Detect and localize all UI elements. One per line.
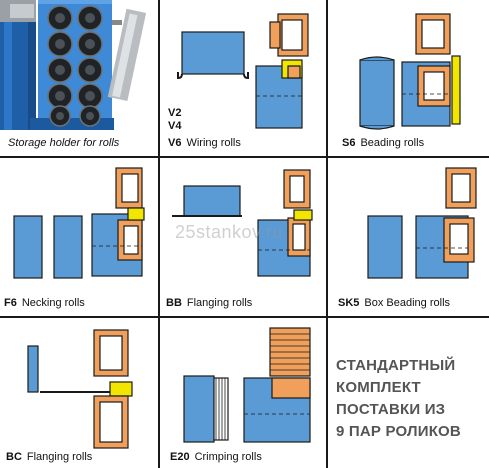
bc-flanging-label: Flanging rolls (26, 451, 93, 463)
storage-caption: Storage holder for rolls (8, 137, 120, 149)
storage-holder-photo (0, 0, 158, 156)
panel-crimping-rolls: E20 Crimping rolls (160, 318, 326, 468)
panel-wiring-rolls: V2 V4 V6 Wiring rolls (160, 0, 326, 156)
bc-flanging-caption: BC Flanging rolls (6, 451, 92, 464)
flanging-caption: BB Flanging rolls (166, 297, 252, 310)
necking-code: F6 (4, 297, 17, 309)
box-beading-code: SK5 (338, 297, 360, 309)
bc-flanging-rolls-diagram (27, 329, 133, 449)
kit-line-4: 9 ПАР РОЛИКОВ (336, 423, 461, 440)
kit-line-3: ПОСТАВКИ ИЗ (336, 401, 446, 418)
beading-rolls-diagram (359, 13, 461, 130)
grid-v-left (158, 0, 160, 468)
grid-h-top (0, 156, 489, 158)
kit-line-1: СТАНДАРТНЫЙ (336, 357, 456, 374)
bc-flanging-code: BC (6, 451, 22, 463)
flanging-code: BB (166, 297, 182, 309)
kit-line-2: КОМПЛЕКТ (336, 379, 421, 396)
necking-caption: F6 Necking rolls (4, 297, 85, 310)
box-beading-rolls-diagram (367, 167, 477, 279)
beading-label: Beading rolls (360, 137, 425, 149)
wiring-caption: V6 Wiring rolls (168, 137, 241, 150)
box-beading-caption: SK5 Box Beading rolls (338, 297, 450, 310)
flanging-label: Flanging rolls (186, 297, 253, 309)
beading-caption: S6 Beading rolls (342, 137, 424, 150)
panel-storage-holder: Storage holder for rolls (0, 0, 158, 156)
crimping-code: E20 (170, 451, 190, 463)
panel-bc-flanging-rolls: BC Flanging rolls (0, 318, 158, 468)
watermark: 25stankov.ru (175, 222, 283, 242)
crimping-rolls-diagram (183, 327, 311, 443)
wiring-codes: V2 V4 (168, 107, 181, 133)
panel-beading-rolls: S6 Beading rolls (328, 0, 489, 156)
flanging-rolls-diagram (172, 169, 313, 277)
standard-kit-text: СТАНДАРТНЫЙ КОМПЛЕКТ ПОСТАВКИ ИЗ 9 ПАР Р… (336, 355, 486, 443)
beading-code: S6 (342, 137, 356, 149)
box-beading-label: Box Beading rolls (364, 297, 451, 309)
panel-necking-rolls: F6 Necking rolls (0, 158, 158, 316)
panel-box-beading-rolls: SK5 Box Beading rolls (328, 158, 489, 316)
crimping-label: Crimping rolls (194, 451, 262, 463)
grid-v-right (326, 0, 328, 468)
grid-h-bottom (0, 316, 489, 318)
wiring-code-2: V4 (168, 120, 182, 132)
wiring-code-1: V2 (168, 107, 182, 119)
wiring-code-3: V6 (168, 137, 182, 149)
necking-label: Necking rolls (21, 297, 85, 309)
panel-flanging-rolls: BB Flanging rolls (160, 158, 326, 316)
wiring-rolls-diagram (177, 13, 309, 129)
necking-rolls-diagram (13, 167, 145, 279)
crimping-caption: E20 Crimping rolls (170, 451, 262, 464)
wiring-label: Wiring rolls (186, 137, 241, 149)
